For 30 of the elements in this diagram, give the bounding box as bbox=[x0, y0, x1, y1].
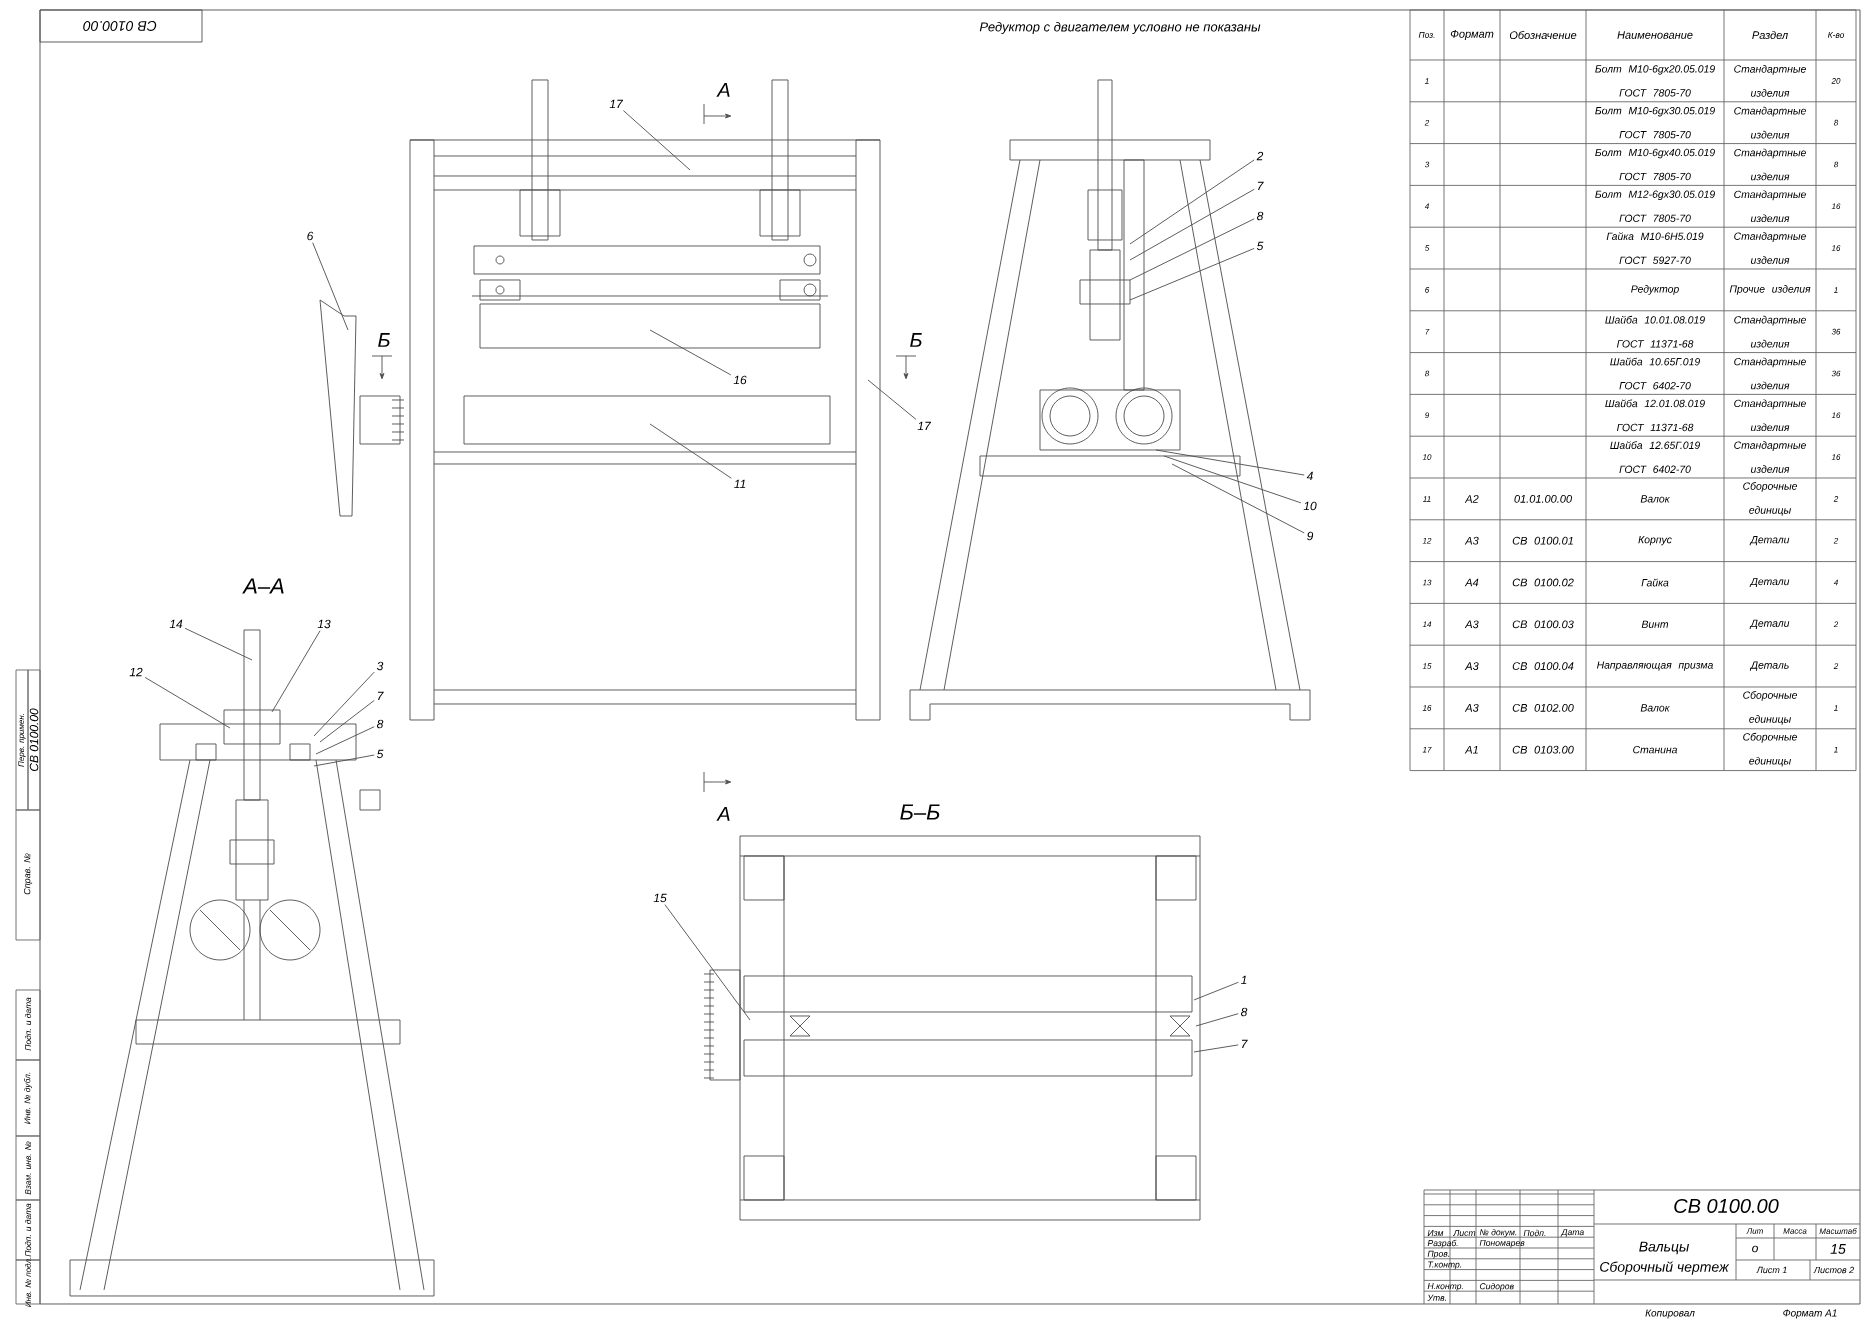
leader-line bbox=[664, 904, 751, 1021]
leader-line bbox=[1195, 1013, 1239, 1027]
leader-line bbox=[271, 630, 321, 713]
leader-line bbox=[313, 671, 375, 737]
section-letter: Б bbox=[378, 333, 390, 347]
leader-line bbox=[1129, 218, 1255, 281]
leader-line bbox=[622, 110, 691, 171]
leader-line bbox=[144, 676, 231, 729]
section-letter: А bbox=[716, 807, 730, 821]
leader-line bbox=[313, 754, 375, 767]
section-letter: А bbox=[716, 83, 730, 97]
leader-line bbox=[1171, 463, 1305, 534]
view-title: А–А bbox=[242, 578, 284, 594]
leader-line bbox=[312, 242, 349, 331]
leader-line bbox=[867, 379, 917, 420]
leader-line bbox=[649, 423, 732, 479]
leader-line bbox=[184, 627, 253, 661]
leader-line bbox=[1163, 455, 1302, 504]
leader-line bbox=[1155, 449, 1305, 476]
view-title: Б–Б bbox=[900, 804, 940, 820]
leader-line bbox=[1193, 981, 1239, 1001]
leader-line bbox=[1193, 1044, 1239, 1053]
leader-line bbox=[1129, 159, 1255, 245]
leader-line bbox=[1129, 247, 1255, 301]
leader-line bbox=[319, 699, 375, 743]
drawing-number: СВ 0100.00 bbox=[1674, 1198, 1779, 1214]
leader-line bbox=[1129, 188, 1255, 261]
leader-line bbox=[315, 726, 375, 755]
leader-line bbox=[649, 329, 732, 376]
section-letter: Б bbox=[910, 333, 922, 347]
